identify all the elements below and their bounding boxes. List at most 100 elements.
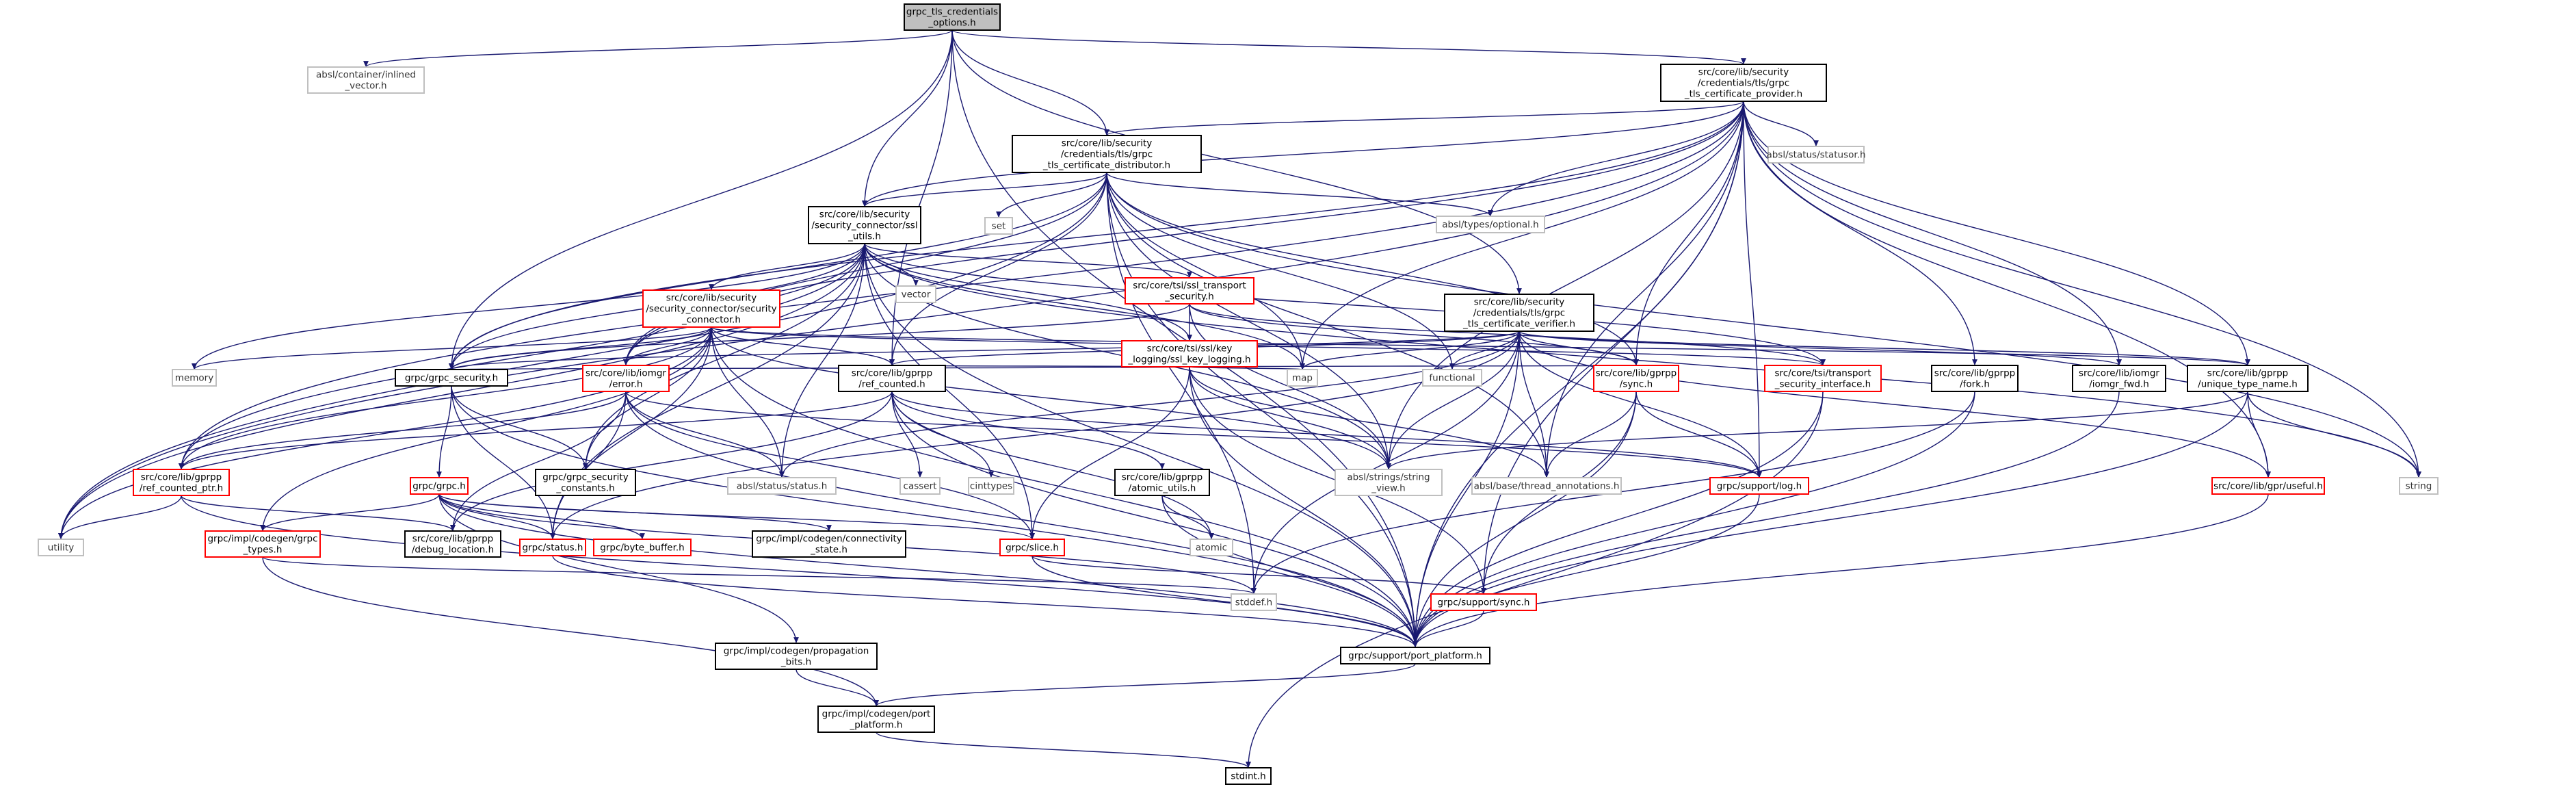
node-iomgr-error[interactable]: src/core/lib/iomgr/error.h [582, 365, 670, 392]
node-codegen-grpc-types[interactable]: grpc/impl/codegen/grpc_types.h [205, 530, 321, 558]
edge-ssl_utils-to-status_status [779, 243, 865, 478]
node-functional[interactable]: functional [1422, 369, 1482, 387]
node-stdint[interactable]: stdint.h [1225, 767, 1272, 785]
node-connectivity[interactable]: grpc/impl/codegen/connectivity_state.h [752, 530, 906, 558]
node-utility[interactable]: utility [38, 539, 84, 556]
edge-ssl_key_logging-to-string_view [1189, 366, 1391, 470]
node-gprpp-fork[interactable]: src/core/lib/gprpp/fork.h [1931, 365, 2019, 392]
node-cert-verifier[interactable]: src/core/lib/security/credentials/tls/gr… [1444, 294, 1594, 332]
edge-cert_provider-to-gpr_useful [1743, 101, 2271, 478]
edge-ssl_utils-to-ssl_transport [864, 243, 1192, 279]
edge-status_h-to-port_platform [552, 555, 1418, 648]
node-box [395, 369, 508, 387]
edge-sec_connector-to-unique_type [711, 326, 2250, 366]
edge-ssl_utils-to-ssl_key_logging [864, 243, 1192, 341]
node-gpr-useful[interactable]: src/core/lib/gpr/useful.h [2211, 477, 2325, 495]
edge-cert_distributor-to-port_platform [1106, 172, 1418, 648]
node-sec-constants[interactable]: grpc/grpc_security_constants.h [535, 469, 636, 496]
edge-unique_type-to-string [2247, 391, 2421, 478]
node-inlined-vector[interactable]: absl/container/inlined_vector.h [307, 66, 425, 94]
node-label: stddef.h [1235, 597, 1272, 608]
node-status-status[interactable]: absl/status/status.h [727, 477, 837, 495]
node-memory[interactable]: memory [172, 369, 217, 387]
node-vector[interactable]: vector [895, 285, 936, 303]
node-label: /debug_location.h [412, 545, 494, 556]
node-cinttypes[interactable]: cinttypes [968, 477, 1014, 495]
node-atomic-utils[interactable]: src/core/lib/gprpp/atomic_utils.h [1114, 469, 1210, 496]
node-optional[interactable]: absl/types/optional.h [1436, 216, 1545, 233]
node-grpc-h[interactable]: grpc/grpc.h [410, 477, 469, 495]
edge-cert_provider-to-cert_distributor [1104, 101, 1744, 136]
edge-ssl_utils-to-port_platform [864, 243, 1418, 648]
edge-cert_verifier-to-gprpp_sync [1519, 331, 1639, 366]
edge-sec_connector-to-utility [58, 326, 712, 540]
node-statusor[interactable]: absl/status/statusor.h [1766, 146, 1866, 164]
node-ref-counted[interactable]: src/core/lib/gprpp/ref_counted.h [838, 365, 946, 392]
node-box [1767, 146, 1865, 164]
node-label: grpc/byte_buffer.h [600, 543, 684, 554]
node-stddef[interactable]: stddef.h [1231, 593, 1277, 611]
node-ssl-transport[interactable]: src/core/tsi/ssl_transport_security.h [1125, 277, 1254, 305]
node-ssl-key-logging[interactable]: src/core/tsi/ssl/key_logging/ssl_key_log… [1121, 340, 1258, 367]
node-status-h[interactable]: grpc/status.h [519, 539, 586, 556]
node-label: grpc/grpc_security [542, 472, 628, 483]
node-sec-connector[interactable]: src/core/lib/security/security_connector… [642, 289, 780, 328]
node-label: absl/types/optional.h [1442, 220, 1538, 231]
node-cassert[interactable]: cassert [899, 477, 941, 495]
node-label: cassert [904, 481, 937, 492]
node-slice-h[interactable]: grpc/slice.h [999, 539, 1065, 556]
node-label: /security_connector/ssl [811, 220, 917, 231]
node-cert-distributor[interactable]: src/core/lib/security/credentials/tls/gr… [1012, 135, 1202, 173]
node-box [2211, 477, 2325, 495]
node-set[interactable]: set [984, 217, 1013, 235]
node-thread-ann[interactable]: absl/base/thread_annotations.h [1471, 477, 1622, 495]
node-box [715, 643, 878, 670]
node-label: grpc/grpc.h [412, 481, 466, 492]
node-port-platform[interactable]: grpc/support/port_platform.h [1340, 647, 1490, 664]
edge-sec_connector-to-sec_constants [583, 326, 712, 470]
edge-cert_provider-to-thread_ann [1544, 101, 1744, 478]
node-map[interactable]: map [1287, 369, 1318, 387]
node-string[interactable]: string [2399, 477, 2439, 495]
node-label: _security.h [1164, 292, 1214, 302]
node-propagation[interactable]: grpc/impl/codegen/propagation_bits.h [715, 643, 878, 670]
node-ref-counted-ptr[interactable]: src/core/lib/gprpp/ref_counted_ptr.h [133, 469, 230, 496]
node-label: grpc/impl/codegen/port [822, 709, 931, 720]
node-gprpp-sync[interactable]: src/core/lib/gprpp/sync.h [1593, 365, 1679, 392]
node-iomgr-fwd[interactable]: src/core/lib/iomgr/iomgr_fwd.h [2072, 365, 2166, 392]
node-string-view[interactable]: absl/strings/string_view.h [1335, 469, 1443, 496]
edge-ref_counted_ptr-to-utility [58, 495, 182, 540]
edge-ref_counted-to-ref_counted_ptr [179, 391, 893, 470]
node-box [1335, 469, 1443, 496]
node-label: /atomic_utils.h [1129, 483, 1196, 494]
edge-ssl_utils-to-memory [192, 243, 865, 370]
node-label: functional [1429, 373, 1475, 384]
node-label: grpc/status.h [523, 543, 583, 554]
node-cert-provider[interactable]: src/core/lib/security/credentials/tls/gr… [1660, 64, 1827, 102]
edge-unique_type-to-string_view [1386, 391, 2248, 470]
node-box [1422, 369, 1482, 387]
edge-cert_provider-to-map [1300, 101, 1744, 370]
node-byte-buffer[interactable]: grpc/byte_buffer.h [593, 539, 692, 556]
node-box [752, 530, 906, 558]
node-label: src/core/lib/security [1062, 138, 1153, 149]
node-box [1190, 539, 1233, 556]
node-codegen-port[interactable]: grpc/impl/codegen/port_platform.h [817, 706, 935, 733]
edge-cert_verifier-to-unique_type [1519, 331, 2250, 366]
node-atomic[interactable]: atomic [1190, 539, 1233, 556]
node-unique-type[interactable]: src/core/lib/gprpp/unique_type_name.h [2187, 365, 2309, 392]
node-box [205, 530, 321, 558]
node-support-sync[interactable]: grpc/support/sync.h [1430, 593, 1537, 611]
edges [58, 29, 2421, 768]
node-box [1225, 767, 1272, 785]
node-support-log[interactable]: grpc/support/log.h [1709, 477, 1809, 495]
node-debug-location[interactable]: src/core/lib/gprpp/debug_location.h [404, 530, 501, 558]
node-grpc-security[interactable]: grpc/grpc_security.h [395, 369, 508, 387]
node-tsi-iface[interactable]: src/core/tsi/transport_security_interfac… [1764, 365, 1882, 392]
node-box [1340, 647, 1490, 664]
node-box [904, 3, 1001, 31]
node-ssl-utils[interactable]: src/core/lib/security/security_connector… [808, 206, 921, 244]
edge-ref_counted_ptr-to-port_platform [181, 495, 1418, 648]
node-box [895, 285, 936, 303]
edge-grpc_h-to-port_platform [438, 493, 1418, 648]
